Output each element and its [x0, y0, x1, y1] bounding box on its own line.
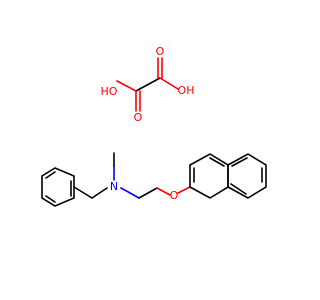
o-top-label: O — [156, 45, 165, 58]
naphthalene-inner-5 — [230, 183, 247, 195]
oxalic-cc-bond — [135, 77, 161, 92]
ring-to-ch2-bond — [73, 186, 93, 199]
oxygen-to-naphthyl-bond — [177, 186, 191, 194]
naphthalene-inner-3 — [231, 157, 248, 167]
oh-right-label: OH — [178, 84, 195, 97]
naphthalene — [189, 153, 267, 199]
benzyl-ring — [41, 167, 75, 207]
ch2-to-n-bond — [91, 187, 108, 199]
n-to-chain-bond — [120, 187, 140, 199]
o-bottom-label: O — [134, 111, 143, 124]
naphthalene-inner-2 — [209, 157, 225, 167]
chain-to-oxygen-bond — [156, 187, 171, 196]
amine-chain: N O — [73, 152, 191, 202]
chain-cc-bond — [138, 187, 158, 199]
ether-oxygen-label: O — [170, 189, 179, 202]
nitrogen-label: N — [110, 180, 118, 193]
oxalic-c-o-single-right — [159, 77, 179, 90]
oxalic-c-o-single-left — [116, 80, 137, 92]
benzene-ring-outline — [41, 167, 75, 207]
naphthalene-right-ring — [227, 153, 267, 199]
structure-svg: HO OH O O N O — [41, 45, 267, 207]
benzene-inner-bond-3 — [45, 195, 56, 203]
oxalic-acid: HO OH O O — [101, 45, 195, 124]
ho-left-label: HO — [101, 85, 118, 98]
chemical-structure-diagram: HO OH O O N O — [41, 45, 267, 207]
naphthalene-left-ring — [189, 153, 229, 199]
benzene-inner-bond-1 — [45, 171, 56, 179]
